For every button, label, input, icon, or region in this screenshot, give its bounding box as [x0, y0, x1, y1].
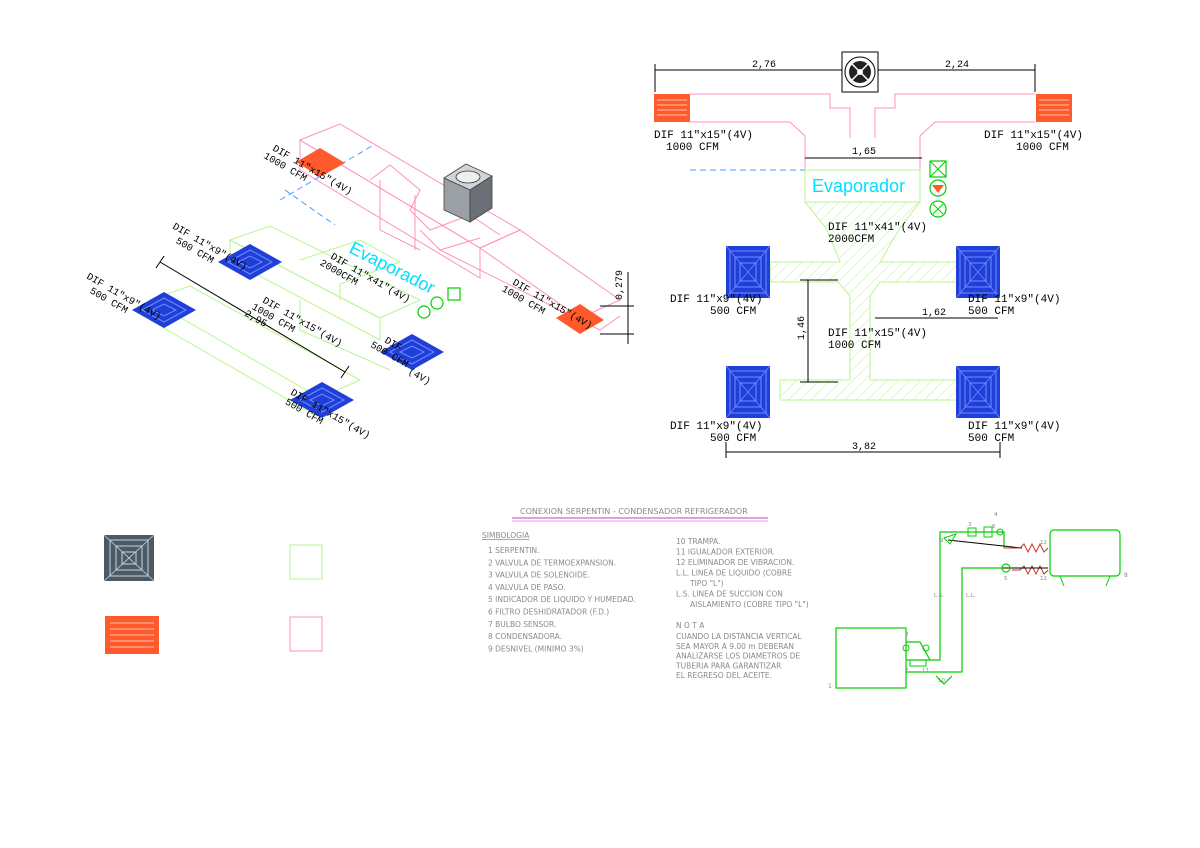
- pipe-label-5: 5: [1004, 576, 1008, 582]
- legend-left-item-7: 8 CONDENSADORA.: [488, 632, 562, 641]
- plan-label-top-right: DIF 11"x15"(4V) 1000 CFM: [984, 130, 1090, 154]
- legend-left-item-4: 5 INDICADOR DE LIQUIDO Y HUMEDAD.: [488, 595, 636, 604]
- plan-dim-top-left: 2,76: [752, 60, 776, 71]
- pipe-label-9: 9: [940, 538, 944, 544]
- iso-sight-glass-icon: [430, 296, 444, 310]
- pipe-label-7: 7: [905, 668, 909, 674]
- note-line-1: SEA MAYOR A 9.00 m DEBERAN: [676, 642, 794, 651]
- pipe-label-1: 1: [828, 683, 832, 690]
- plan-blue-diffuser-bot-right: [955, 365, 1001, 419]
- plan-dim-top-right: 2,24: [945, 60, 969, 71]
- plan-solenoid-valve-icon: [929, 160, 947, 178]
- fitting-4-icon: [983, 526, 993, 538]
- pipe-label-4: 4: [994, 512, 998, 518]
- legend-right-list: 10 TRAMPA. 11 IGUALADOR EXTERIOR.12 ELIMI…: [676, 537, 809, 609]
- plan-blue-diffuser-mid-right: [955, 245, 1001, 299]
- condensing-unit-box: [1049, 529, 1121, 577]
- plan-dim-right: 1,62: [922, 308, 946, 319]
- pipe-label-2: 2: [905, 632, 909, 638]
- legend-red-diffuser-icon: [105, 616, 159, 654]
- iso-condenser-unit: [443, 163, 493, 223]
- legend-pink-duct-icon: [289, 616, 323, 652]
- plan-red-diffuser-right: [1035, 93, 1073, 123]
- pipe-label-12a: 12: [1040, 540, 1047, 546]
- plan-blue-diffuser-mid-left: [725, 245, 771, 299]
- legend-right-item-5: L.S. LINEA DE SUCCION CON: [676, 590, 783, 599]
- isometric-view: 2,95 0,279 Evaporador DIF 11"x15"(4V): [84, 123, 634, 442]
- piping-schematic: 1 8 L.S. L.L. 9 10 12 12 3: [828, 512, 1128, 690]
- plan-service-valve-icon: [929, 200, 947, 218]
- legend-right-item-2: 12 ELIMINADOR DE VIBRACION.: [676, 558, 794, 567]
- pipe-label-8: 8: [1124, 572, 1128, 579]
- note-heading: N O T A: [676, 621, 705, 630]
- legend-left-item-6: 7 BULBO SENSOR.: [488, 620, 556, 629]
- plan-dim-bottom: 3,82: [852, 442, 876, 453]
- plan-label-mid-right: DIF 11"x9"(4V) 500 CFM: [968, 294, 1067, 318]
- pipe-label-12b: 12: [1040, 576, 1047, 582]
- note-line-2: ANALIZARSE LOS DIAMETROS DE: [676, 652, 801, 661]
- plan-label-top-left: DIF 11"x15"(4V) 1000 CFM: [654, 130, 760, 154]
- pipe-label-6: 6: [992, 524, 996, 530]
- legend-left-item-3: 4 VALVULA DE PASO.: [488, 583, 566, 592]
- plan-blue-diffuser-bot-left: [725, 365, 771, 419]
- legend-right-item-4: TIPO "L"): [689, 579, 724, 588]
- iso-red-diffuser-top: [296, 148, 345, 177]
- plan-evaporator-label: Evaporador: [812, 176, 905, 196]
- plan-fan-unit: [841, 51, 879, 93]
- iso-valve-circle-icon: [417, 305, 431, 319]
- iso-dim-height: 0,279: [615, 270, 626, 300]
- iso-label-top-red: DIF 11"x15"(4V) 1000 CFM: [261, 141, 359, 211]
- plan-dim-mid: 1,65: [852, 147, 876, 158]
- legend-heading: SIMBOLOGIA: [482, 531, 530, 540]
- pipe-label-10: 10: [938, 678, 945, 684]
- plan-label-trunk: DIF 11"x41"(4V) 2000CFM: [828, 222, 934, 246]
- legend-left-item-5: 6 FILTRO DESHIDRATADOR (F.D.): [488, 608, 609, 617]
- note-line-3: TUBERIA PARA GARANTIZAR: [675, 661, 781, 670]
- legend-right-item-0: 10 TRAMPA.: [676, 537, 720, 546]
- plan-label-center: DIF 11"x15"(4V) 1000 CFM: [828, 328, 934, 352]
- legend-right-item-6: AISLAMIENTO (COBRE TIPO "L"): [690, 600, 809, 609]
- pipe-label-11: 11: [922, 668, 929, 674]
- fitting-9-icon: [943, 533, 958, 545]
- legend-right-item-1: 11 IGUALADOR EXTERIOR.: [676, 548, 775, 557]
- legend-gray-diffuser-icon: [103, 534, 155, 582]
- legend-left-list: 1 SERPENTIN. 2 VALVULA DE TERMOEXPANSION.…: [488, 546, 636, 653]
- pipe-label-ll: L.L.: [966, 593, 976, 599]
- legend-left-item-8: 9 DESNIVEL (MINIMO 3%): [488, 644, 584, 653]
- legend-symbols: [103, 534, 323, 654]
- legend-left-item-0: 1 SERPENTIN.: [488, 546, 540, 555]
- schematic-legend: CONEXION SERPENTIN - CONDENSADOR REFRIGE…: [482, 507, 809, 680]
- schematic-title: CONEXION SERPENTIN - CONDENSADOR REFRIGE…: [520, 507, 748, 516]
- legend-left-item-1: 2 VALVULA DE TERMOEXPANSION.: [488, 558, 616, 567]
- fitting-3-icon: [967, 527, 977, 537]
- note-line-0: CUANDO LA DISTANCIA VERTICAL: [676, 632, 803, 641]
- plan-label-bot-left: DIF 11"x9"(4V) 500 CFM: [670, 421, 769, 445]
- plan-label-mid-left: DIF 11"x9"(4V) 500 CFM: [670, 294, 769, 318]
- evaporator-coil-box: [835, 627, 907, 689]
- pipe-label-3: 3: [968, 522, 972, 528]
- pipe-label-ls: L.S.: [934, 593, 944, 599]
- legend-left-item-2: 3 VALVULA DE SOLENOIDE.: [488, 571, 590, 580]
- fitting-6-icon: [996, 528, 1004, 536]
- fitting-7-icon: [909, 659, 927, 667]
- plan-label-bot-right: DIF 11"x9"(4V) 500 CFM: [968, 421, 1067, 445]
- plan-view: 2,76 2,24 DIF 11"x15"(4V) 1000 CFM: [653, 51, 1090, 458]
- plan-dim-vertical: 1,46: [797, 316, 808, 340]
- plan-red-diffuser-left: [653, 93, 691, 123]
- fitting-5-icon: [1001, 563, 1011, 573]
- note-line-4: EL REGRESO DEL ACEITE.: [676, 671, 772, 680]
- legend-right-item-3: L.L. LINEA DE LIQUIDO (COBRE: [676, 569, 792, 578]
- plan-sight-glass-icon: [929, 179, 947, 197]
- iso-red-diffuser-right: [556, 304, 604, 334]
- iso-valve-icon: [447, 287, 461, 301]
- legend-green-duct-icon: [289, 544, 323, 580]
- fitting-2-icon: [902, 644, 910, 652]
- fitting-3b-icon: [922, 644, 930, 652]
